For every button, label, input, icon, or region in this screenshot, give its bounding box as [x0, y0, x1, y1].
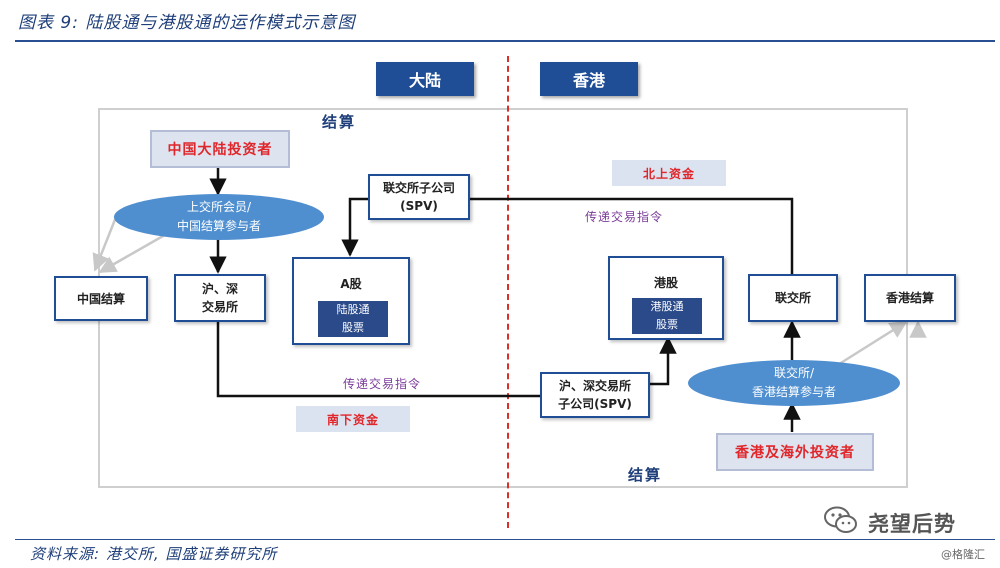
hk-participants-line2: 香港结算参与者	[751, 385, 836, 399]
figure-title: 图表 9: 陆股通与港股通的运作模式示意图	[18, 13, 356, 33]
sh-sz-exchange-box: 沪、深 交易所	[174, 274, 266, 322]
top-rule	[15, 40, 995, 42]
hkex-subsidiary-spv-box: 联交所子公司 (SPV)	[368, 174, 470, 220]
region-mainland: 大陆	[376, 62, 474, 96]
sh-sz-subsidiary-spv-box: 沪、深交易所 子公司(SPV)	[540, 372, 650, 418]
settlement-label-top: 结算	[322, 113, 357, 131]
southbound-funds-tag: 南下资金	[296, 406, 410, 432]
hk-shares-connect-stocks: 港股通 股票	[632, 298, 702, 334]
sh-sz-spv-line1: 沪、深交易所	[558, 379, 631, 393]
source-note: 资料来源: 港交所, 国盛证券研究所	[30, 545, 278, 563]
settle-arrow-oval-left	[98, 230, 171, 274]
hk-clear-box: 香港结算	[864, 274, 956, 322]
settlement-label-bottom: 结算	[628, 466, 663, 484]
hk-shares-inner-line1: 港股通	[650, 300, 684, 314]
northbound-funds-tag: 北上资金	[612, 160, 726, 186]
hk-shares-inner-line2: 股票	[656, 318, 678, 331]
hk-shares-title: 港股	[653, 276, 678, 290]
hk-clear-label: 香港结算	[885, 291, 934, 305]
hk-shares-box: 港股 港股通 股票	[608, 256, 724, 340]
hk-participants-oval: 联交所/ 香港结算参与者	[688, 360, 900, 406]
line-exchange-to-spv	[216, 322, 540, 398]
sh-sz-spv-line2: 子公司(SPV)	[558, 397, 632, 411]
a-shares-inner-line1: 陆股通	[336, 303, 370, 317]
sh-sz-exchange-line1: 沪、深	[201, 282, 238, 296]
hk-overseas-investors-box: 香港及海外投资者	[716, 433, 874, 471]
sse-members-line2: 中国结算参与者	[176, 219, 261, 233]
watermark-brand: 尧望后势	[868, 512, 956, 536]
arrow-spv-to-ashares	[341, 197, 368, 257]
a-shares-box: A股 陆股通 股票	[292, 257, 410, 345]
hk-participants-line1: 联交所/	[773, 366, 815, 381]
line-hkex-to-spv	[470, 197, 794, 274]
a-shares-connect-stocks: 陆股通 股票	[318, 301, 388, 337]
instruction-label-top: 传递交易指令	[585, 210, 664, 224]
region-hongkong: 香港	[540, 62, 638, 96]
hkex-box: 联交所	[748, 274, 838, 322]
mainland-hk-divider	[507, 56, 509, 528]
hkex-spv-line1: 联交所子公司	[382, 181, 455, 195]
a-shares-inner-line2: 股票	[342, 321, 364, 334]
instruction-label-bottom: 传递交易指令	[343, 377, 422, 391]
hkex-label: 联交所	[774, 291, 811, 305]
hkex-spv-line2: (SPV)	[400, 199, 438, 213]
watermark-credit: @格隆汇	[941, 548, 985, 561]
settle-arrow-right	[835, 320, 908, 368]
a-shares-title: A股	[340, 277, 362, 291]
sse-members-line1: 上交所会员/	[186, 200, 252, 215]
china-clear-label: 中国结算	[76, 291, 125, 306]
bottom-rule	[15, 539, 995, 540]
sse-members-oval: 上交所会员/ 中国结算参与者	[114, 194, 324, 240]
arrow-spv-to-hkshares	[650, 336, 677, 386]
sh-sz-exchange-line2: 交易所	[201, 300, 238, 314]
wechat-icon	[824, 506, 857, 533]
china-clear-box: 中国结算	[54, 276, 148, 321]
mainland-investors-box: 中国大陆投资者	[150, 130, 290, 168]
